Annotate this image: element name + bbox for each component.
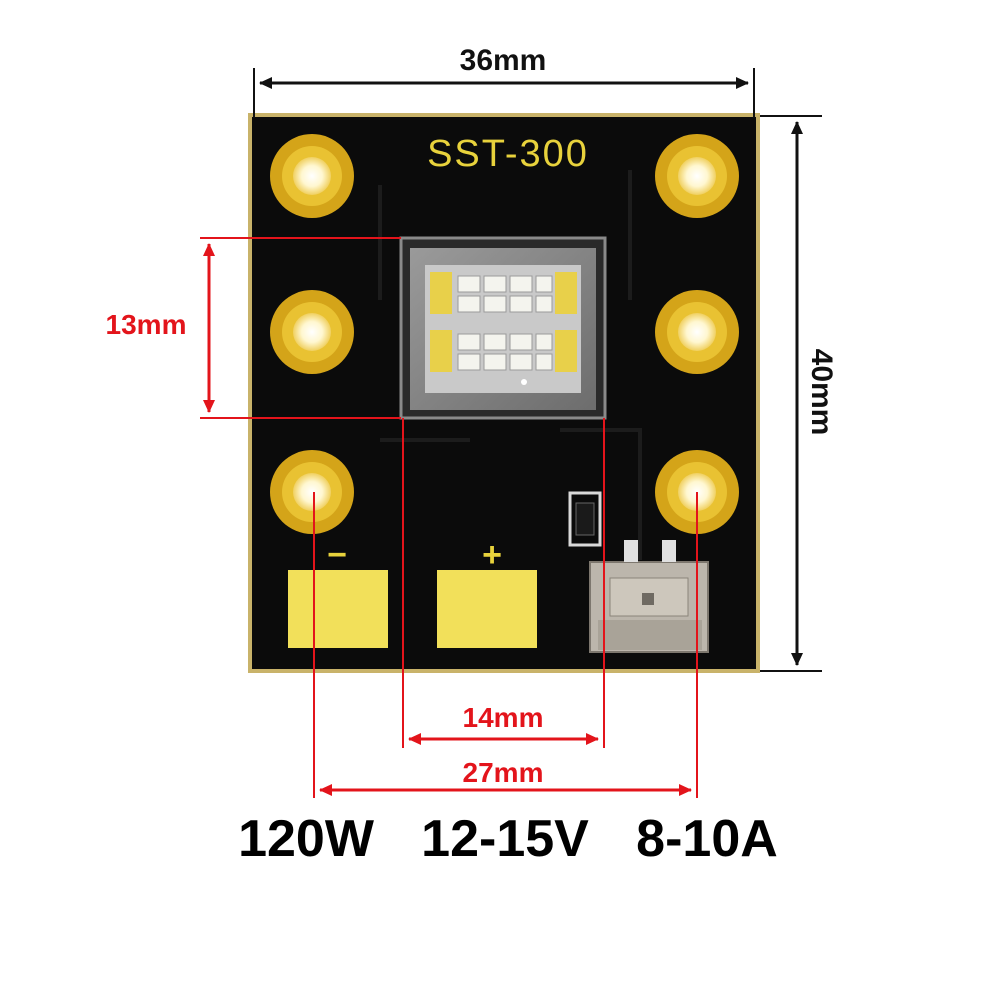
- model-label: SST-300: [427, 133, 589, 175]
- led-width-dimension: 14mm: [402, 418, 605, 748]
- mounting-hole-top-left: [270, 134, 354, 218]
- voltage-spec: 12-15V: [421, 810, 589, 868]
- negative-mark: −: [327, 536, 347, 574]
- negative-pad: [288, 570, 388, 648]
- hole-spacing-label: 27mm: [463, 757, 544, 788]
- mounting-hole-middle-right: [655, 290, 739, 374]
- positive-pad: [437, 570, 537, 648]
- positive-mark: +: [482, 536, 502, 574]
- spec-line: 120W 12-15V 8-10A: [238, 810, 778, 868]
- smd-component: [568, 491, 602, 547]
- current-spec: 8-10A: [636, 810, 778, 868]
- mounting-hole-bottom-left: [270, 450, 354, 534]
- led-dies: [457, 275, 553, 371]
- led-width-label: 14mm: [463, 702, 544, 733]
- hole-spacing-dimension: 27mm: [313, 492, 698, 798]
- mounting-hole-middle-left: [270, 290, 354, 374]
- led-chip-package: [399, 236, 607, 420]
- mounting-hole-top-right: [655, 134, 739, 218]
- led-height-dimension: 13mm: [106, 237, 401, 419]
- power-spec: 120W: [238, 810, 375, 868]
- pcb-traces: [378, 170, 642, 560]
- width-dimension: 36mm: [253, 44, 755, 118]
- width-label: 36mm: [460, 44, 547, 77]
- ntc-connector: [589, 540, 709, 653]
- height-label: 40mm: [805, 349, 838, 436]
- height-dimension: 40mm: [760, 115, 838, 672]
- led-height-label: 13mm: [106, 309, 187, 340]
